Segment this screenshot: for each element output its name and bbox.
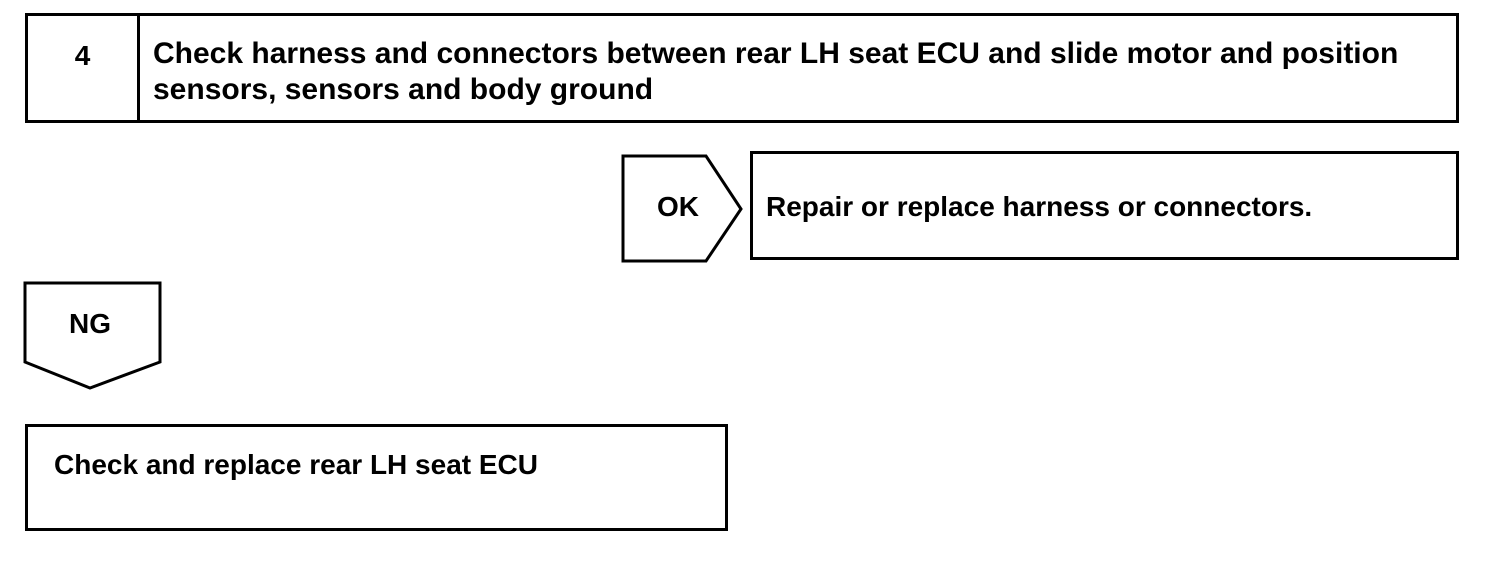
ok-result-box: Repair or replace harness or connectors. [750, 151, 1459, 260]
step-title: Check harness and connectors between rea… [153, 37, 1399, 106]
ng-label: NG [69, 308, 111, 339]
ng-result-box: Check and replace rear LH seat ECU [25, 424, 728, 531]
ok-flag-shape [621, 154, 743, 263]
step-box: 4 Check harness and connectors between r… [25, 13, 1459, 123]
ok-label: OK [657, 191, 699, 222]
ng-flag-shape [23, 281, 162, 390]
ng-result-text: Check and replace rear LH seat ECU [54, 449, 538, 480]
step-number: 4 [28, 16, 140, 120]
ok-result-text: Repair or replace harness or connectors. [766, 191, 1313, 222]
